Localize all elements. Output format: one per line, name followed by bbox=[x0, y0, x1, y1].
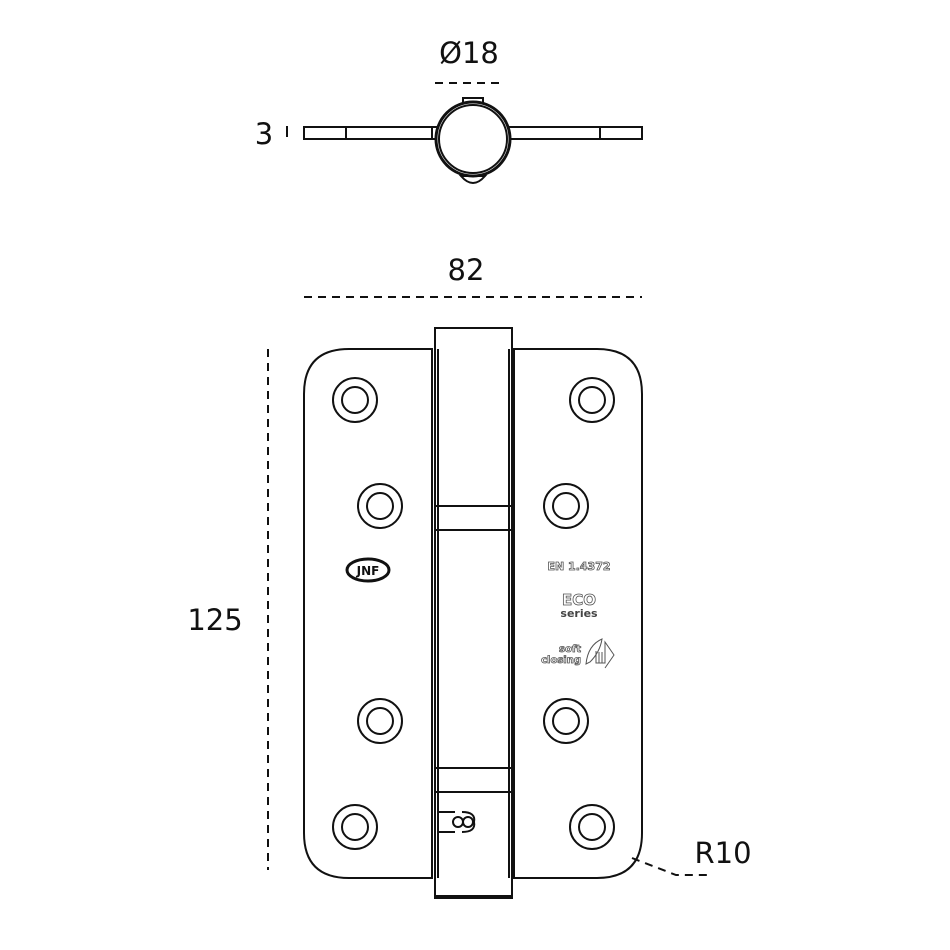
screw-hole bbox=[569, 804, 615, 850]
screw-hole bbox=[543, 698, 589, 744]
screw-hole bbox=[332, 804, 378, 850]
screw-hole bbox=[357, 483, 403, 529]
width-dimension-label: 82 bbox=[448, 253, 485, 287]
screw-hole bbox=[357, 698, 403, 744]
eco-label: ECO bbox=[562, 591, 596, 609]
feather-arrow-icon bbox=[585, 638, 615, 669]
diameter-dimension-label: Ø18 bbox=[439, 36, 499, 70]
height-dimension-label: 125 bbox=[187, 603, 242, 637]
screw-hole bbox=[569, 377, 615, 423]
top-view: Ø18 3 bbox=[255, 36, 643, 184]
top-view-screw-head bbox=[458, 175, 488, 184]
product-markings: EN 1.4372 ECO series soft closing bbox=[541, 560, 615, 669]
radius-leader-line bbox=[631, 857, 708, 876]
svg-text:JNF: JNF bbox=[356, 564, 380, 578]
jnf-logo: JNF bbox=[345, 557, 391, 583]
screw-hole bbox=[332, 377, 378, 423]
thickness-dimension-label: 3 bbox=[255, 117, 273, 151]
top-view-knuckle-circle bbox=[434, 100, 512, 178]
soft-label: soft bbox=[559, 644, 581, 655]
closing-label: closing bbox=[541, 655, 581, 666]
left-leaf bbox=[303, 348, 433, 879]
front-view: 82 125 R10 bbox=[187, 253, 752, 899]
right-leaf bbox=[513, 348, 643, 879]
material-label: EN 1.4372 bbox=[548, 560, 611, 573]
screw-holes bbox=[332, 377, 615, 850]
radius-dimension-label: R10 bbox=[694, 836, 751, 870]
series-label: series bbox=[560, 607, 598, 620]
screw-hole bbox=[543, 483, 589, 529]
knuckle bbox=[434, 327, 513, 899]
